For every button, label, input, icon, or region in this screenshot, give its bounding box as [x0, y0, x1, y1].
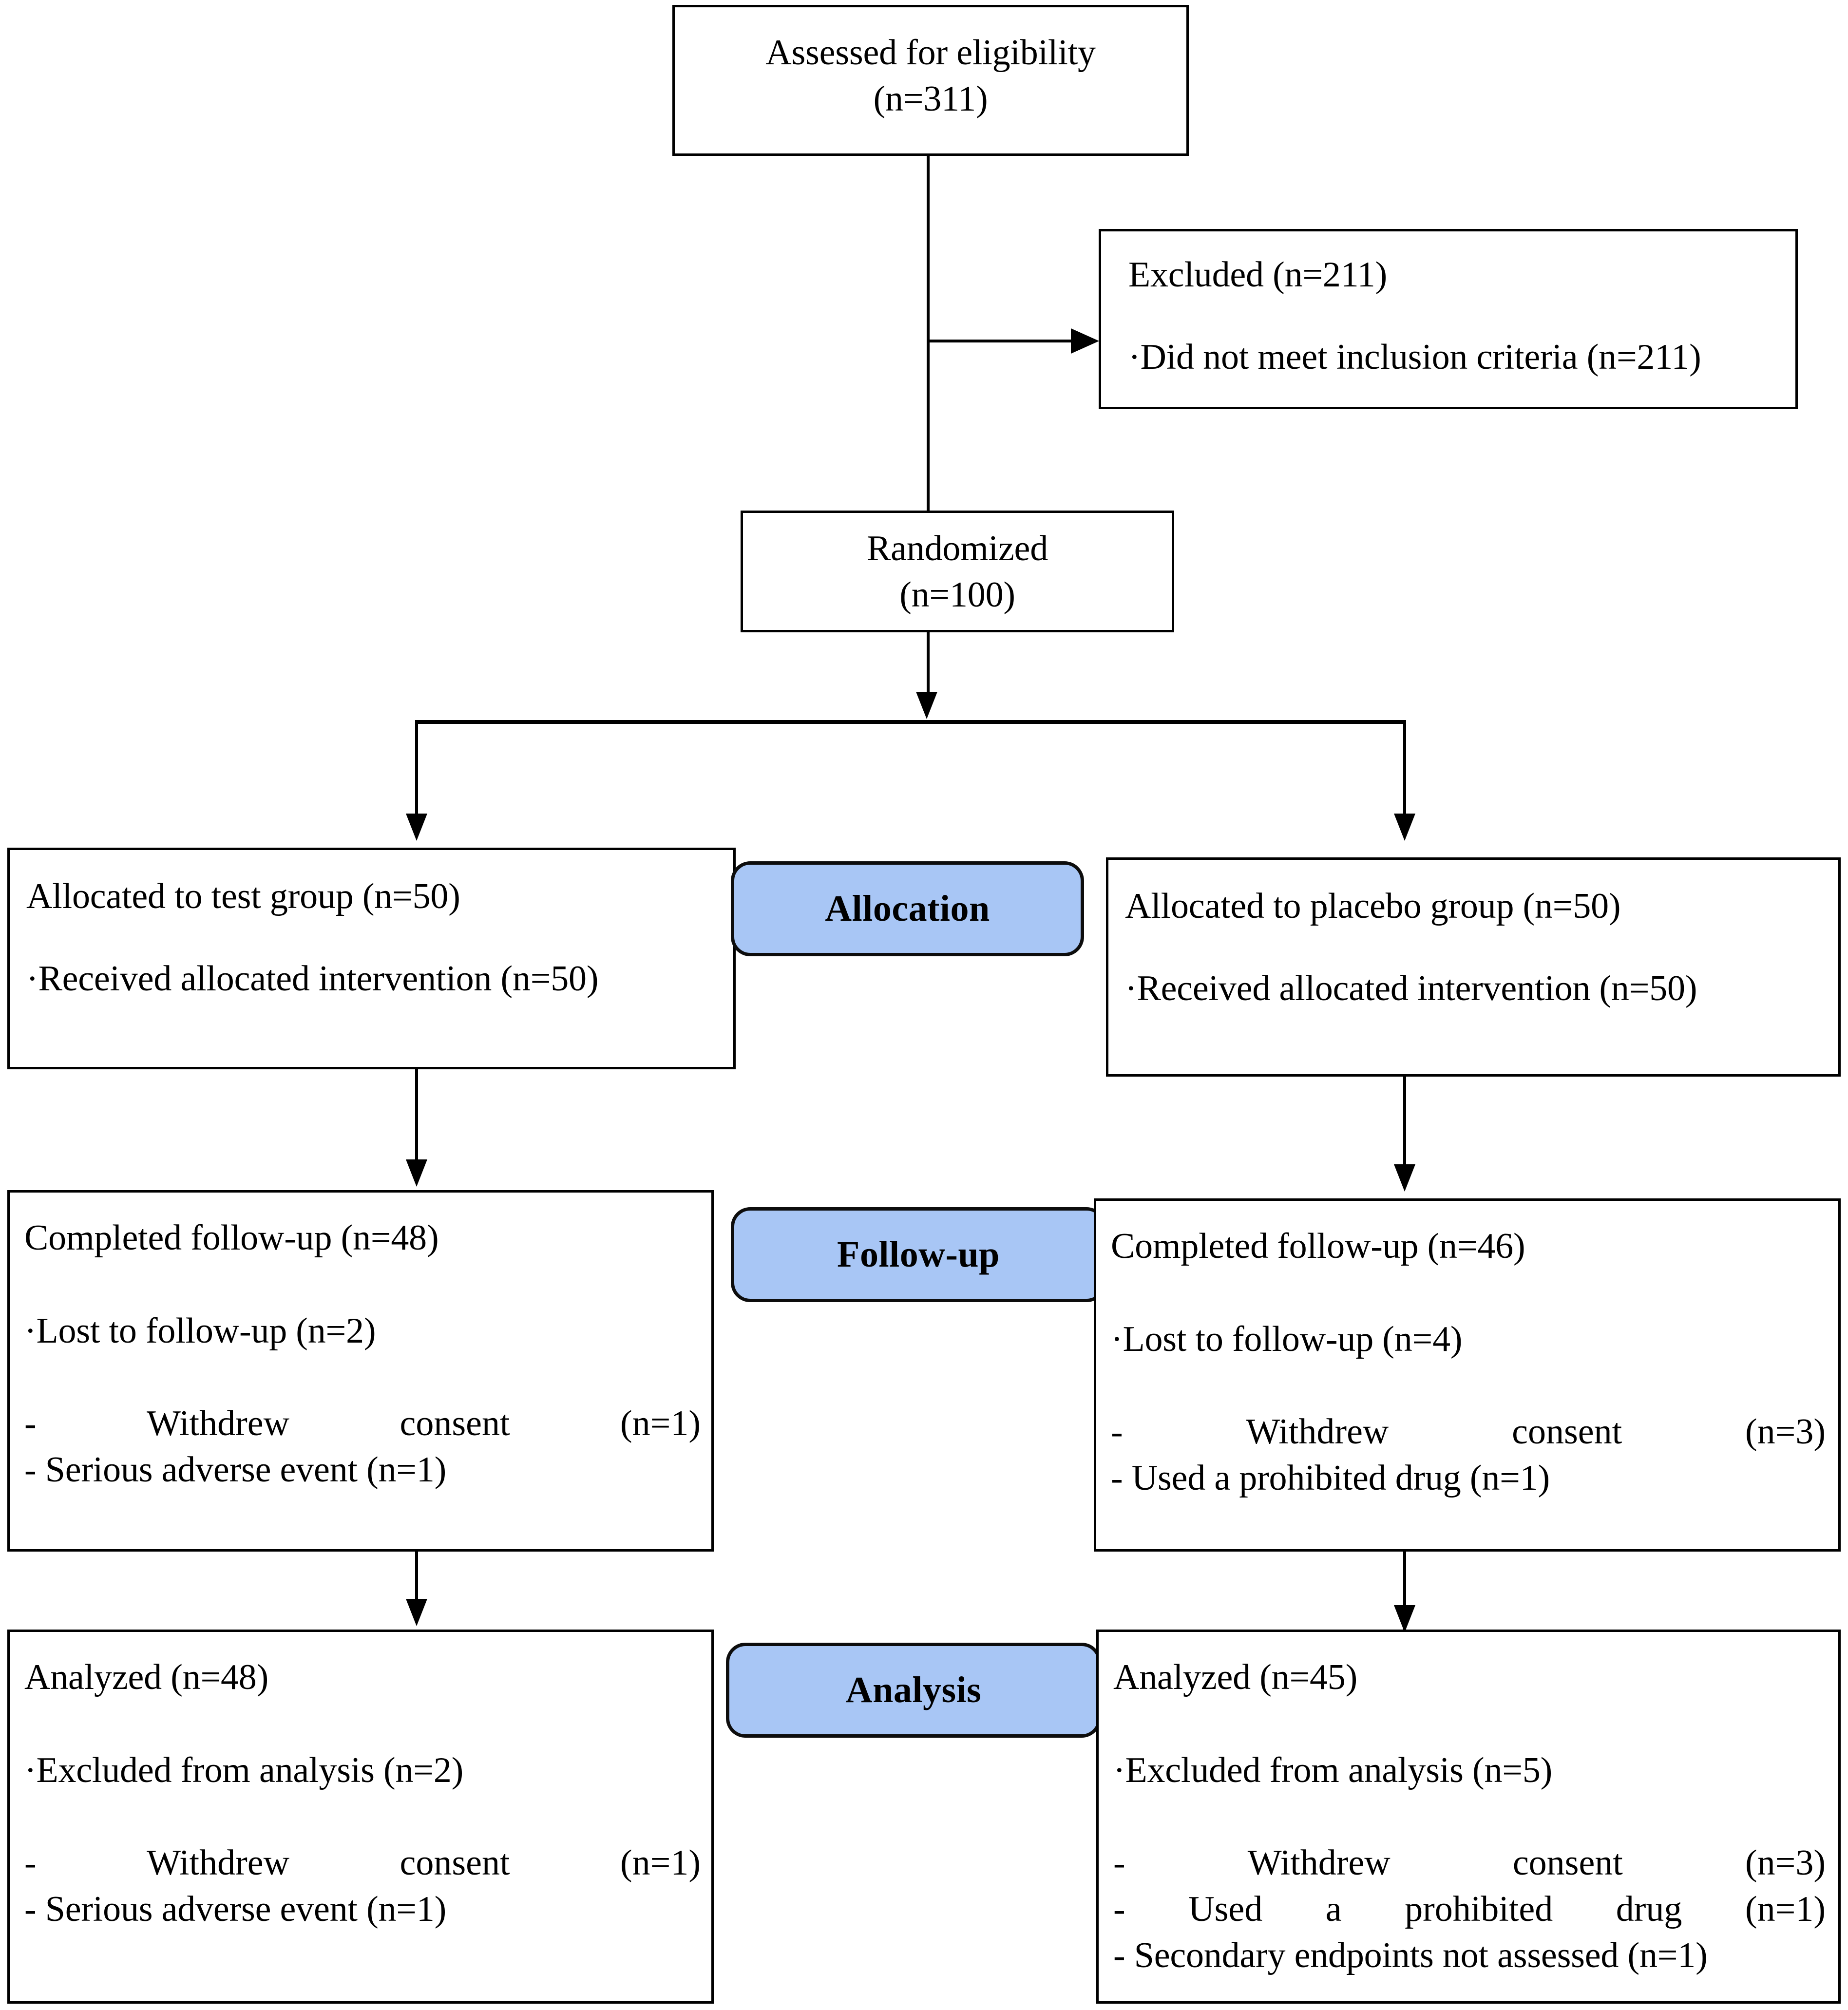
box-followup-test-group: Completed follow-up (n=48) ·Lost to foll…: [7, 1190, 714, 1552]
stage-label-analysis: Analysis: [726, 1643, 1101, 1738]
connector-alloc-to-fu-right: [1403, 1077, 1406, 1167]
stage-label-allocation: Allocation: [731, 861, 1084, 956]
sub-count: (n=3): [1745, 1412, 1826, 1452]
assessed-count: (n=311): [873, 78, 988, 119]
analysis-right-sub-3: - Secondary endpoints not assessed (n=1): [1113, 1935, 1708, 1975]
dash-marker: -: [1111, 1412, 1123, 1452]
sub-word-2: consent: [1512, 1412, 1622, 1452]
stage-label-analysis-text: Analysis: [845, 1669, 982, 1710]
sub2-count: (n=1): [1745, 1889, 1826, 1930]
randomized-count: (n=100): [899, 574, 1015, 615]
arrowhead-fu-left: [406, 1159, 427, 1187]
sub-count: (n=1): [620, 1403, 701, 1444]
sub-word-2: consent: [400, 1403, 510, 1444]
allocation-right-item: ·Received allocated intervention (n=50): [1125, 968, 1697, 1008]
dash-marker: -: [24, 1403, 37, 1444]
arrowhead-to-excluded: [1071, 328, 1099, 354]
followup-left-heading: Completed follow-up (n=48): [24, 1218, 439, 1258]
box-followup-placebo-group: Completed follow-up (n=46) ·Lost to foll…: [1094, 1198, 1841, 1552]
connector-randomized-stem: [927, 632, 930, 696]
sub2-word-2: a: [1325, 1889, 1342, 1930]
connector-alloc-to-fu-left: [415, 1069, 418, 1162]
connector-drop-right: [1403, 720, 1406, 817]
connector-split-bar: [417, 720, 1406, 724]
analysis-right-sub-withdrew: - Withdrew consent (n=3): [1113, 1840, 1826, 1886]
followup-right-sub-withdrew: - Withdrew consent (n=3): [1111, 1409, 1826, 1455]
followup-left-sub-withdrew: - Withdrew consent (n=1): [24, 1401, 701, 1447]
dash-marker: -: [24, 1843, 37, 1883]
connector-fu-to-analysis-right: [1403, 1552, 1406, 1630]
connector-to-excluded: [927, 340, 1073, 342]
randomized-label: Randomized: [866, 529, 1048, 569]
allocation-left-item: ·Received allocated intervention (n=50): [26, 958, 599, 999]
excluded-label: Excluded (n=211): [1128, 255, 1388, 295]
followup-right-sub-2: - Used a prohibited drug (n=1): [1111, 1458, 1550, 1498]
arrowhead-allocation-right: [1394, 814, 1415, 841]
stage-label-allocation-text: Allocation: [825, 888, 990, 929]
sub-word-2: consent: [400, 1843, 510, 1883]
stage-label-followup-text: Follow-up: [837, 1234, 1000, 1275]
analysis-left-sub-2: - Serious adverse event (n=1): [24, 1889, 447, 1930]
box-allocation-test-group: Allocated to test group (n=50) ·Received…: [7, 848, 736, 1069]
box-assessed-for-eligibility: Assessed for eligibility (n=311): [672, 5, 1189, 156]
analysis-left-bullet: ·Excluded from analysis (n=2): [24, 1750, 464, 1790]
allocation-right-heading: Allocated to placebo group (n=50): [1125, 886, 1621, 926]
followup-right-heading: Completed follow-up (n=46): [1111, 1226, 1525, 1266]
arrowhead-analysis-right: [1394, 1605, 1415, 1632]
allocation-left-heading: Allocated to test group (n=50): [26, 876, 460, 916]
box-randomized: Randomized (n=100): [741, 511, 1174, 632]
connector-eligibility-trunk: [927, 156, 930, 511]
sub-word-2: consent: [1512, 1843, 1623, 1883]
excluded-reason: ·Did not meet inclusion criteria (n=211): [1128, 337, 1701, 377]
arrowhead-allocation-left: [406, 814, 427, 841]
dash-marker: -: [1113, 1843, 1125, 1883]
followup-left-sub-2: - Serious adverse event (n=1): [24, 1450, 447, 1490]
assessed-label: Assessed for eligibility: [765, 33, 1096, 73]
analysis-right-bullet: ·Excluded from analysis (n=5): [1113, 1750, 1553, 1790]
box-allocation-placebo-group: Allocated to placebo group (n=50) ·Recei…: [1106, 857, 1841, 1077]
sub-word-1: Withdrew: [1247, 1843, 1391, 1883]
followup-left-bullet: ·Lost to follow-up (n=2): [24, 1310, 376, 1351]
analysis-right-heading: Analyzed (n=45): [1113, 1657, 1358, 1697]
connector-drop-left: [415, 720, 418, 817]
sub-count: (n=1): [620, 1843, 701, 1883]
arrowhead-randomized-split: [916, 692, 937, 719]
box-analysis-placebo-group: Analyzed (n=45) ·Excluded from analysis …: [1096, 1630, 1841, 2004]
box-excluded: Excluded (n=211) ·Did not meet inclusion…: [1099, 229, 1798, 409]
sub-word-1: Withdrew: [147, 1403, 290, 1444]
arrowhead-fu-right: [1394, 1164, 1415, 1192]
connector-fu-to-analysis-left: [415, 1552, 418, 1622]
sub-word-1: Withdrew: [147, 1843, 290, 1883]
analysis-left-heading: Analyzed (n=48): [24, 1657, 269, 1697]
dash-marker: -: [1113, 1889, 1125, 1930]
analysis-left-sub-withdrew: - Withdrew consent (n=1): [24, 1840, 701, 1886]
analysis-right-sub-prohibited: - Used a prohibited drug (n=1): [1113, 1886, 1826, 1933]
arrowhead-analysis-left: [406, 1599, 427, 1626]
sub-word-1: Withdrew: [1246, 1412, 1389, 1452]
followup-right-bullet: ·Lost to follow-up (n=4): [1111, 1319, 1463, 1359]
sub2-word-1: Used: [1188, 1889, 1263, 1930]
stage-label-followup: Follow-up: [731, 1207, 1106, 1302]
sub-count: (n=3): [1745, 1843, 1826, 1883]
box-analysis-test-group: Analyzed (n=48) ·Excluded from analysis …: [7, 1630, 714, 2004]
sub2-word-4: drug: [1616, 1889, 1682, 1930]
sub2-word-3: prohibited: [1405, 1889, 1553, 1930]
